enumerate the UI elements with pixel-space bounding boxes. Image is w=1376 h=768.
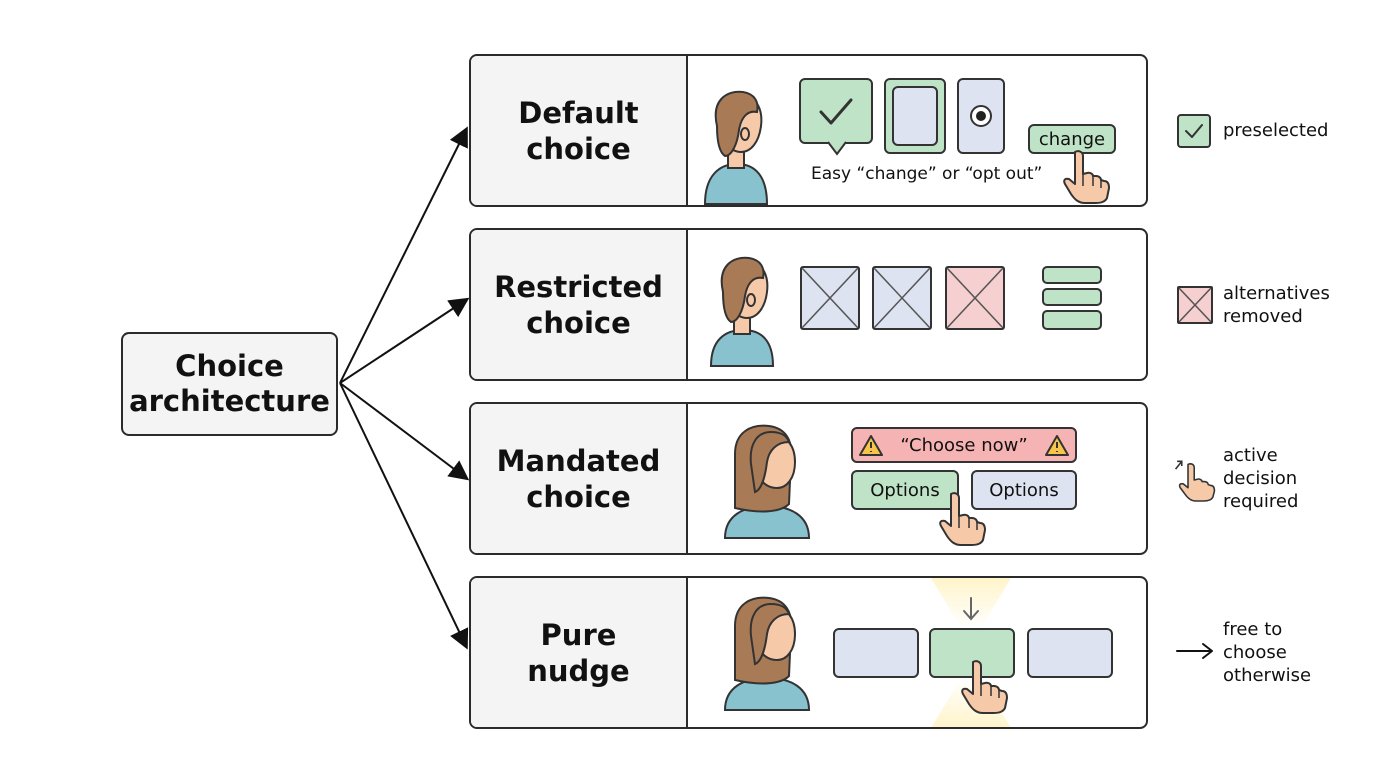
cross-icon xyxy=(873,267,931,329)
legend-line: alternatives xyxy=(1223,283,1330,304)
legend-line: free to xyxy=(1223,619,1283,640)
row-label-nudge: Pure nudge xyxy=(471,578,688,727)
root-line-1: Choice xyxy=(175,349,284,383)
check-icon xyxy=(819,98,853,125)
radio-icon xyxy=(970,105,992,127)
row-title-line-2: choice xyxy=(526,305,631,340)
person-long-hair-icon xyxy=(723,424,811,539)
legend-line: preselected xyxy=(1223,120,1329,141)
row-pure-nudge: Pure nudge xyxy=(469,576,1148,729)
remaining-option-bar xyxy=(1042,266,1102,284)
row-label-default: Default choice xyxy=(471,56,688,205)
legend-preselected: preselected xyxy=(1223,119,1329,142)
change-button[interactable]: change xyxy=(1028,124,1116,154)
legend-active-decision: active decision required xyxy=(1223,444,1298,513)
removed-option-tile xyxy=(945,266,1005,330)
remaining-option-bar xyxy=(1042,310,1102,330)
pointing-hand-icon xyxy=(1063,150,1110,204)
legend-line: required xyxy=(1223,491,1299,512)
preselected-option-tile xyxy=(799,78,873,144)
choose-now-text: “Choose now” xyxy=(900,434,1028,456)
options-button-b[interactable]: Options xyxy=(971,470,1077,510)
check-icon xyxy=(1185,124,1203,138)
row-default-choice: Default choice change Easy “change” or “… xyxy=(469,54,1148,207)
removed-option-tile xyxy=(800,266,860,330)
arrow-right-icon xyxy=(1176,643,1213,659)
legend-line: choose xyxy=(1223,642,1287,663)
row-title-line-2: nudge xyxy=(527,653,630,688)
person-icon xyxy=(709,256,775,367)
row-title-line-2: choice xyxy=(526,131,631,166)
tap-hand-icon xyxy=(1174,460,1216,502)
choice-architecture-box: Choice architecture xyxy=(121,332,338,436)
option-tile-frame xyxy=(884,78,946,154)
row-label-restricted: Restricted choice xyxy=(471,230,688,379)
person-long-hair-icon xyxy=(723,596,811,711)
preselected-legend-swatch xyxy=(1177,114,1211,148)
legend-alternatives-removed: alternatives removed xyxy=(1223,282,1330,328)
pointing-hand-icon xyxy=(939,492,986,546)
legend-line: active xyxy=(1223,445,1278,466)
callout-pointer xyxy=(827,141,847,156)
legend-free-to-choose: free to choose otherwise xyxy=(1223,618,1311,687)
radio-option-tile xyxy=(957,78,1005,154)
row-title-line-1: Restricted xyxy=(494,269,663,304)
row-label-mandated: Mandated choice xyxy=(471,404,688,553)
removed-legend-swatch xyxy=(1177,286,1213,324)
cross-icon xyxy=(801,267,859,329)
options-button-a[interactable]: Options xyxy=(851,470,959,510)
arrow-to-default xyxy=(339,126,468,384)
person-icon xyxy=(703,90,769,205)
row-mandated-choice: Mandated choice “Choose now” Options Opt… xyxy=(469,402,1148,555)
removed-option-tile xyxy=(872,266,932,330)
cross-icon xyxy=(946,267,1004,329)
option-tile-left xyxy=(833,628,919,678)
row-title-line-1: Pure xyxy=(540,617,617,652)
row-title-line-2: choice xyxy=(526,479,631,514)
legend-line: removed xyxy=(1223,306,1303,327)
remaining-option-bar xyxy=(1042,288,1102,306)
option-tile-inner xyxy=(892,86,938,146)
root-line-2: architecture xyxy=(129,384,330,418)
warning-icon xyxy=(1044,435,1069,456)
arrow-to-nudge xyxy=(339,382,469,650)
default-caption: Easy “change” or “opt out” xyxy=(811,164,1043,184)
arrow-to-mandated xyxy=(339,382,470,481)
choose-now-banner: “Choose now” xyxy=(851,427,1077,463)
warning-icon xyxy=(859,435,883,456)
row-title-line-1: Mandated xyxy=(496,443,661,478)
row-restricted-choice: Restricted choice xyxy=(469,228,1148,381)
row-title-line-1: Default xyxy=(518,95,639,130)
arrow-to-restricted xyxy=(339,297,470,384)
pointing-hand-icon xyxy=(961,660,1008,714)
option-tile-right xyxy=(1027,628,1113,678)
cross-icon xyxy=(1178,287,1212,323)
legend-line: otherwise xyxy=(1223,665,1312,686)
legend-line: decision xyxy=(1223,468,1298,489)
